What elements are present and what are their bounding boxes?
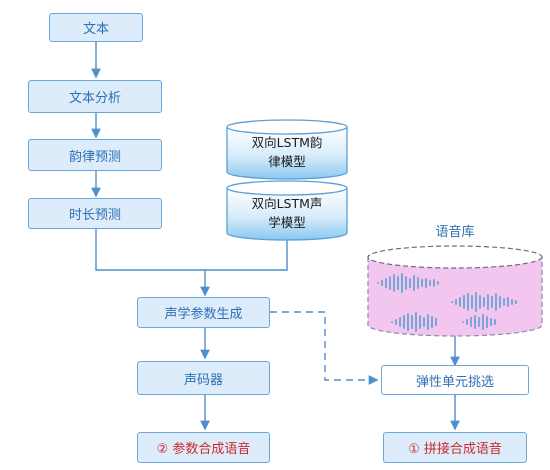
bilstm-prosody-model-label: 双向LSTM韵 律模型 (227, 133, 347, 171)
dashed-arrow-param-to-unit-selection (270, 311, 379, 385)
node-acoustic-param-generation: 声学参数生成 (137, 297, 270, 328)
node-vocoder: 声码器 (137, 361, 270, 395)
node-unit-selection: 弹性单元挑选 (381, 365, 529, 395)
speech-db-label: 语音库 (435, 225, 475, 240)
node-concat-synthesis-speech: ① 拼接合成语音 (383, 432, 527, 463)
node-text: 文本 (49, 13, 143, 42)
node-prosody-prediction: 韵律预测 (28, 139, 162, 171)
connector-duration-to-acoustic-model (95, 229, 288, 271)
bilstm-prosody-model-line2: 律模型 (268, 154, 306, 169)
node-duration-prediction: 时长预测 (28, 198, 162, 229)
bilstm-acoustic-model-line1: 双向LSTM声 (251, 196, 323, 211)
bilstm-acoustic-model-cylinder (226, 180, 348, 241)
node-text-analysis: 文本分析 (28, 80, 162, 113)
bilstm-prosody-model-cylinder (226, 119, 348, 180)
bilstm-prosody-model-line1: 双向LSTM韵 (251, 135, 323, 150)
speech-db-cylinder (367, 245, 543, 337)
bilstm-acoustic-model-line2: 学模型 (268, 215, 306, 230)
node-param-synthesis-speech: ② 参数合成语音 (137, 432, 270, 463)
bilstm-acoustic-model-label: 双向LSTM声 学模型 (227, 194, 347, 232)
waveform-icon (377, 273, 517, 332)
